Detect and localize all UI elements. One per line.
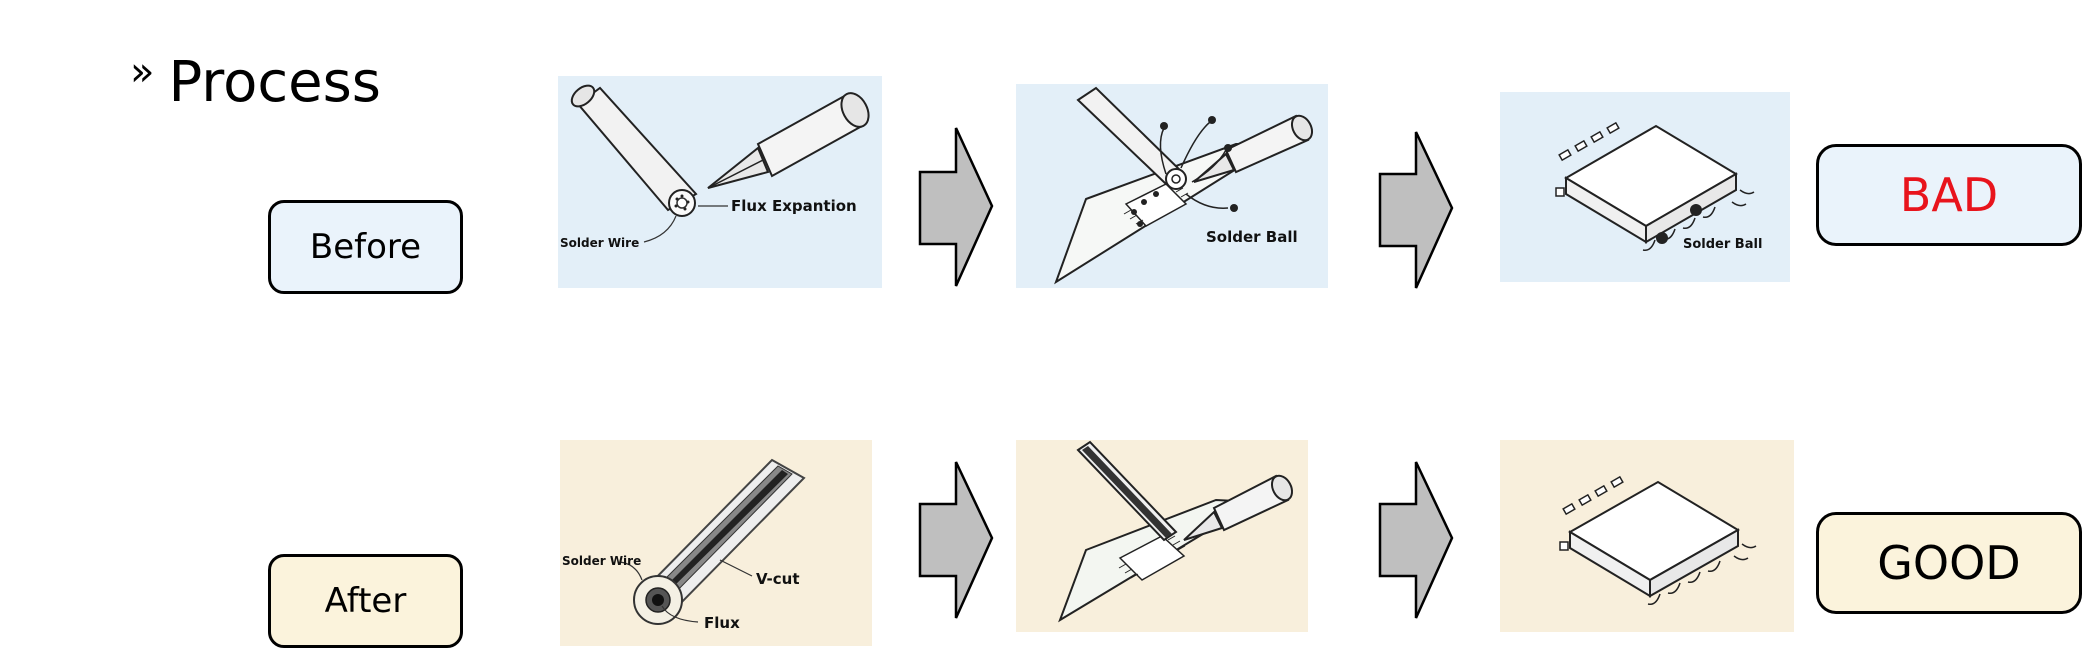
before-panel-ic-defect: Solder Ball [1500,92,1790,282]
right-arrow-icon [1378,130,1454,290]
vcut-wire-graphic [633,458,806,625]
ic-chip-graphic [1555,121,1755,252]
before-panel-soldering: Solder Ball [1016,84,1328,288]
double-chevron-icon: » [130,49,155,95]
right-arrow-icon [918,126,994,288]
page-title: » Process [130,48,381,118]
soldering-iron-graphic [1183,474,1294,541]
right-arrow-icon [918,460,994,620]
solder-wire-label-after: Solder Wire [562,554,641,568]
solder-ball-label: Solder Ball [1206,228,1298,246]
solder-wire-graphic [1076,86,1187,190]
after-label: After [268,554,463,648]
vcut-label: V-cut [756,570,799,588]
solder-ball-label-ic: Solder Ball [1683,237,1762,252]
after-panel-soldering [1016,440,1308,632]
soldering-iron-graphic [1193,114,1314,183]
flux-expansion-label: Flux Expantion [731,197,857,215]
flux-label: Flux [704,614,740,632]
soldering-iron-graphic [707,92,870,189]
page-title-text: Process [168,50,381,115]
result-good: GOOD [1816,512,2082,614]
result-bad: BAD [1816,144,2082,246]
before-panel-wire-iron: Flux Expantion Solder Wire [558,76,882,288]
solder-wire-label: Solder Wire [560,236,639,250]
after-panel-vcut-wire: Solder Wire V-cut Flux [560,440,872,646]
chip-graphic [1118,535,1186,581]
wire-iron-illustration: Flux Expantion Solder Wire [560,84,870,250]
solder-wire-graphic [570,84,698,217]
right-arrow-icon [1378,460,1454,620]
vcut-wire-graphic [1076,440,1178,542]
after-panel-ic-good [1500,440,1794,632]
before-label: Before [268,200,463,294]
ic-chip-graphic [1559,475,1757,606]
solder-ball-splatter [1159,121,1229,209]
